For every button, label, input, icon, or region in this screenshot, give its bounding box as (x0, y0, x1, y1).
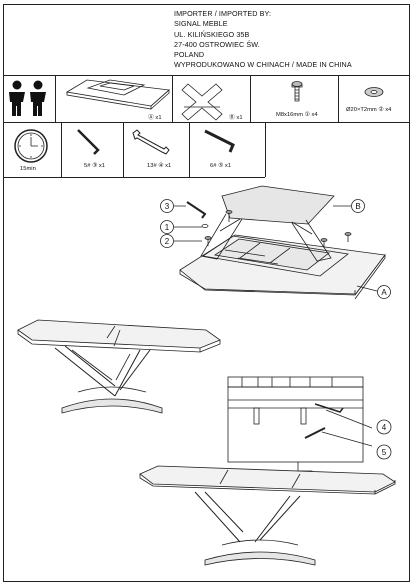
importer-line: IMPORTER / IMPORTED BY: (174, 9, 272, 18)
callout-2-text: 2 (165, 237, 170, 246)
table-line (338, 75, 339, 122)
importer-info: IMPORTER / IMPORTED BY: SIGNAL MEBLE UL.… (174, 9, 352, 71)
callout-5 (376, 444, 392, 460)
callout-3-text: 3 (165, 202, 170, 211)
detail-inset (227, 376, 373, 484)
importer-line: POLAND (174, 50, 205, 60)
importer-line: SIGNAL MEBLE (174, 19, 228, 29)
callout-3 (160, 199, 174, 213)
table-line (3, 122, 410, 123)
callout-a (377, 285, 391, 299)
hex-key-icon (204, 129, 235, 153)
washer-icon (364, 87, 384, 97)
assembled-table-extended (139, 465, 396, 566)
exploded-assembly (174, 185, 386, 300)
hex-key-icon (77, 129, 100, 155)
clock-icon (14, 129, 48, 163)
callout-b (351, 199, 365, 213)
table-line (250, 75, 251, 122)
importer-line: UL. KILIŃSKIEGO 35B (174, 29, 250, 39)
importer-line: WYPRODUKOWANO W CHINACH / MADE IN CHINA (174, 60, 352, 70)
table-line (172, 75, 173, 122)
table-line (61, 122, 62, 177)
hex5-label: 5# ③ x1 (84, 163, 105, 169)
callout-2 (160, 234, 174, 248)
table-line (189, 122, 190, 177)
hex6-label: 6# ⑤ x1 (210, 163, 231, 169)
table-line (3, 177, 265, 178)
table-line (55, 75, 56, 122)
callout-a-text: A (381, 288, 387, 297)
part-a-marker: Ⓐ x1 (148, 115, 162, 121)
callout-4-text: 4 (382, 423, 387, 432)
callout-5-text: 5 (382, 448, 387, 457)
callout-b-text: B (355, 202, 360, 211)
screw-icon (291, 81, 303, 102)
page-border (3, 4, 410, 582)
table-top-icon (65, 79, 170, 110)
callout-1-text: 1 (165, 223, 170, 232)
callout-1 (160, 220, 174, 234)
table-line (265, 122, 266, 177)
time-label: 15min (20, 166, 36, 172)
wrench-icon (132, 129, 170, 155)
screw-label: M8x16mm ① x4 (276, 112, 318, 118)
table-line (3, 75, 410, 76)
callout-4 (376, 419, 392, 435)
wrench-label: 13# ④ x1 (147, 163, 172, 169)
two-persons-icon (9, 80, 46, 116)
part-b-marker: Ⓑ x1 (229, 115, 243, 121)
importer-line: 27-400 OSTROWIEC ŚW. (174, 39, 260, 49)
table-line (123, 122, 124, 177)
assembled-table-closed (17, 319, 221, 414)
washer-label: Ø20×T2mm ② x4 (346, 107, 392, 113)
base-frame-icon (181, 83, 223, 121)
